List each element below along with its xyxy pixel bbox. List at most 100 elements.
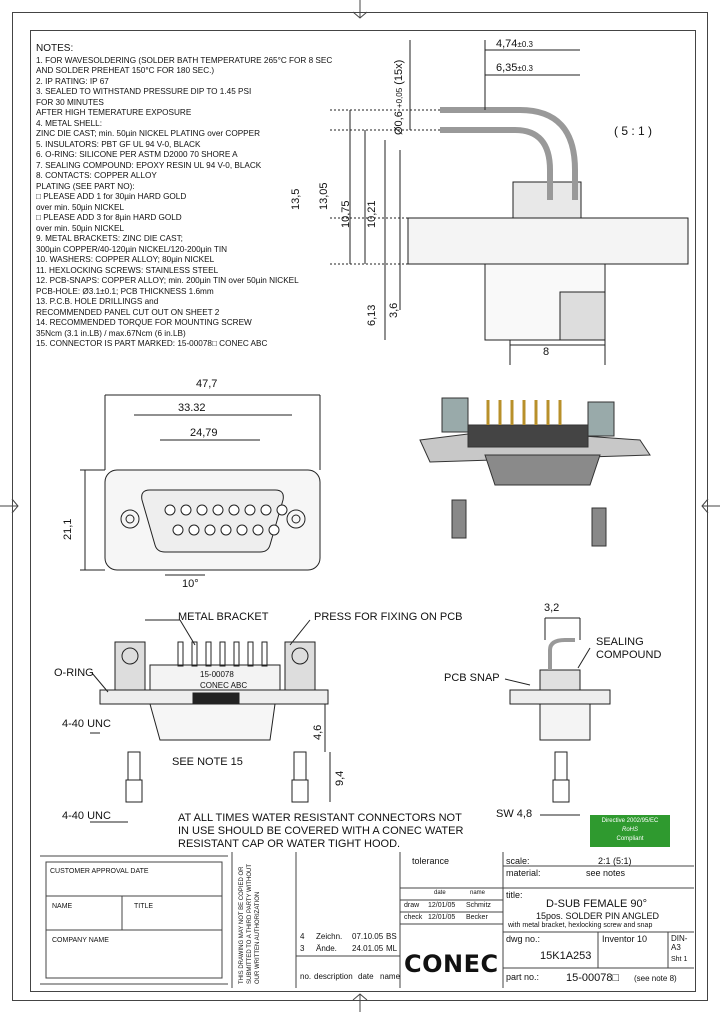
note-line: 6. O-RING: SILICONE PER ASTM D2000 70 SH… xyxy=(36,150,238,159)
marking-conec: CONEC ABC xyxy=(200,681,248,690)
callout-unc-2: 4-40 UNC xyxy=(62,810,111,822)
notes-block: NOTES: 1. FOR WAVESOLDERING (SOLDER BATH… xyxy=(36,43,333,350)
dim-8: 8 xyxy=(543,346,550,358)
note-line: AND SOLDER PREHEAT 150°C FOR 180 SEC.) xyxy=(36,66,215,75)
tb-rev-date-header: date xyxy=(358,972,374,981)
tb-check-date: 12/01/05 xyxy=(428,914,456,921)
tb-scale-value: 2:1 (5:1) xyxy=(598,856,632,866)
note-line: over min. 50µin NICKEL xyxy=(36,202,124,212)
note-line: 13. P.C.B. HOLE DRILLINGS and xyxy=(36,297,159,306)
tb-rev2-date: 24.01.05 xyxy=(352,944,384,953)
titleblock-grid xyxy=(40,852,694,988)
rohs-badge: Directive 2002/95/EC RoHS Compliant xyxy=(590,815,670,847)
dim-36: 3,6 xyxy=(388,302,400,318)
note-line: 15. CONNECTOR IS PART MARKED: 15-00078□ … xyxy=(36,339,268,348)
note-line: 2. IP RATING: IP 67 xyxy=(36,76,109,86)
tb-check-name: Becker xyxy=(466,914,488,921)
tb-rev1-desc: Zeichn. xyxy=(316,932,343,941)
tb-title: TITLE xyxy=(134,903,154,910)
tb-sheet: Sht 1 xyxy=(671,956,688,963)
note-line: PLATING (SEE PART NO): xyxy=(36,181,135,191)
note-line: 7. SEALING COMPOUND: EPOXY RESIN UL 94 V… xyxy=(36,160,262,170)
notes-title: NOTES: xyxy=(36,43,74,54)
tb-company: COMPANY NAME xyxy=(52,937,109,944)
callout-compound: COMPOUND xyxy=(596,649,662,661)
dim-135: 13,5 xyxy=(290,188,302,210)
tb-title-main: D-SUB FEMALE 90° xyxy=(546,898,647,910)
callout-metal-bracket: METAL BRACKET xyxy=(178,611,269,623)
dim-1021: 10,21 xyxy=(366,200,378,228)
side-view-small xyxy=(504,617,611,816)
note-line: FOR 30 MINUTES xyxy=(36,97,104,107)
dim-46: 4,6 xyxy=(312,724,324,740)
bottom-view xyxy=(90,619,331,823)
callout-press: PRESS FOR FIXING ON PCB xyxy=(314,611,463,623)
tb-title-label: title: xyxy=(506,890,523,900)
tb-rev2-name: ML xyxy=(386,944,398,953)
tb-copyright: THIS DRAWING MAY NOT BE COPIED OR SUBMIT… xyxy=(239,864,261,984)
tb-scale-label: scale: xyxy=(506,856,530,866)
note-line: 11. HEXLOCKING SCREWS: STAINLESS STEEL xyxy=(36,265,219,275)
dim-sw: SW 4,8 xyxy=(496,808,533,820)
tb-check: check xyxy=(404,914,423,921)
dim-613: 6,13 xyxy=(366,304,378,326)
tb-customer-approval: CUSTOMER APPROVAL DATE xyxy=(50,868,149,875)
tb-rev-name-header: name xyxy=(380,972,401,981)
side-view xyxy=(330,40,689,365)
note-line: 12. PCB-SNAPS: COPPER ALLOY; min. 200µin… xyxy=(36,276,299,285)
tb-rev2-desc: Ände. xyxy=(316,944,337,953)
tb-rev-desc-header: description xyxy=(314,972,353,981)
note-line: 9. METAL BRACKETS: ZINC DIE CAST; xyxy=(36,234,183,243)
callout-sealing: SEALING xyxy=(596,636,644,648)
tb-material-value: see notes xyxy=(586,868,626,878)
dim-2479: 24,79 xyxy=(190,427,218,439)
dim-1305: 13,05 xyxy=(318,182,330,210)
tb-draw: draw xyxy=(404,902,420,909)
note-line: 8. CONTACTS: COPPER ALLOY xyxy=(36,171,157,180)
note-line: 14. RECOMMENDED TORQUE FOR MOUNTING SCRE… xyxy=(36,318,252,327)
note-line: PCB-HOLE: Ø3.1±0.1; PCB THICKNESS 1.6mm xyxy=(36,286,214,296)
note-line: over min. 50µin NICKEL xyxy=(36,223,124,233)
dim-32: 3,2 xyxy=(544,602,560,614)
callout-see-note: SEE NOTE 15 xyxy=(172,756,243,768)
tb-tolerance: tolerance xyxy=(412,856,450,866)
tb-rev-no-header: no. xyxy=(300,972,312,981)
dim-477: 47,7 xyxy=(196,378,218,390)
tb-title-sub1: 15pos. SOLDER PIN ANGLED xyxy=(536,911,660,921)
note-line: 10. WASHERS: COPPER ALLOY; 80µin NICKEL xyxy=(36,255,215,264)
dim-1075: 10,75 xyxy=(340,200,352,228)
note-line: 5. INSULATORS: PBT GF UL 94 V-0, BLACK xyxy=(36,139,201,149)
tb-dwg-label: dwg no.: xyxy=(506,934,541,944)
dim-3332: 33.32 xyxy=(178,402,206,414)
tb-rev1-name: BS xyxy=(386,932,397,941)
note-line: 1. FOR WAVESOLDERING (SOLDER BATH TEMPER… xyxy=(36,55,333,65)
callout-unc-1: 4-40 UNC xyxy=(62,718,111,730)
tb-date-col: date xyxy=(434,890,446,896)
inner-frame xyxy=(30,30,696,992)
tb-draw-name: Schmitz xyxy=(466,902,491,909)
marking-part: 15-00078 xyxy=(200,670,234,679)
tb-part-label: part no.: xyxy=(506,972,540,982)
tb-rev2-no: 3 xyxy=(300,944,305,953)
tb-rev1-date: 07.10.05 xyxy=(352,932,384,941)
note-line: RECOMMENDED PANEL CUT OUT ON SHEET 2 xyxy=(36,307,220,317)
tb-part-value: 15-00078□ xyxy=(566,972,620,984)
front-view xyxy=(80,394,321,576)
note-line: □ PLEASE ADD 1 for 30µin HARD GOLD xyxy=(36,192,187,201)
tb-rev1-no: 4 xyxy=(300,932,305,941)
note-line: 3. SEALED TO WITHSTAND PRESSURE DIP TO 1… xyxy=(36,87,252,96)
tb-name: NAME xyxy=(52,903,73,910)
scale-note: ( 5 : 1 ) xyxy=(614,124,653,138)
tb-dwg-value: 15K1A253 xyxy=(540,950,592,962)
warning-text: AT ALL TIMES WATER RESISTANT CONNECTORS … xyxy=(178,812,464,850)
tb-material-label: material: xyxy=(506,868,541,878)
note-line: AFTER HIGH TEMERATURE EXPOSURE xyxy=(36,108,192,117)
tb-title-sub2: with metal bracket, hexlocking screw and… xyxy=(508,922,653,929)
tb-part-note: (see note 8) xyxy=(634,974,677,983)
render-3d xyxy=(419,397,651,547)
note-line: 4. METAL SHELL: xyxy=(36,118,102,128)
note-line: 35Ncm (3.1 in.LB) / max.67Ncm (6 in.LB) xyxy=(36,328,186,338)
tb-name-col: name xyxy=(470,890,486,896)
